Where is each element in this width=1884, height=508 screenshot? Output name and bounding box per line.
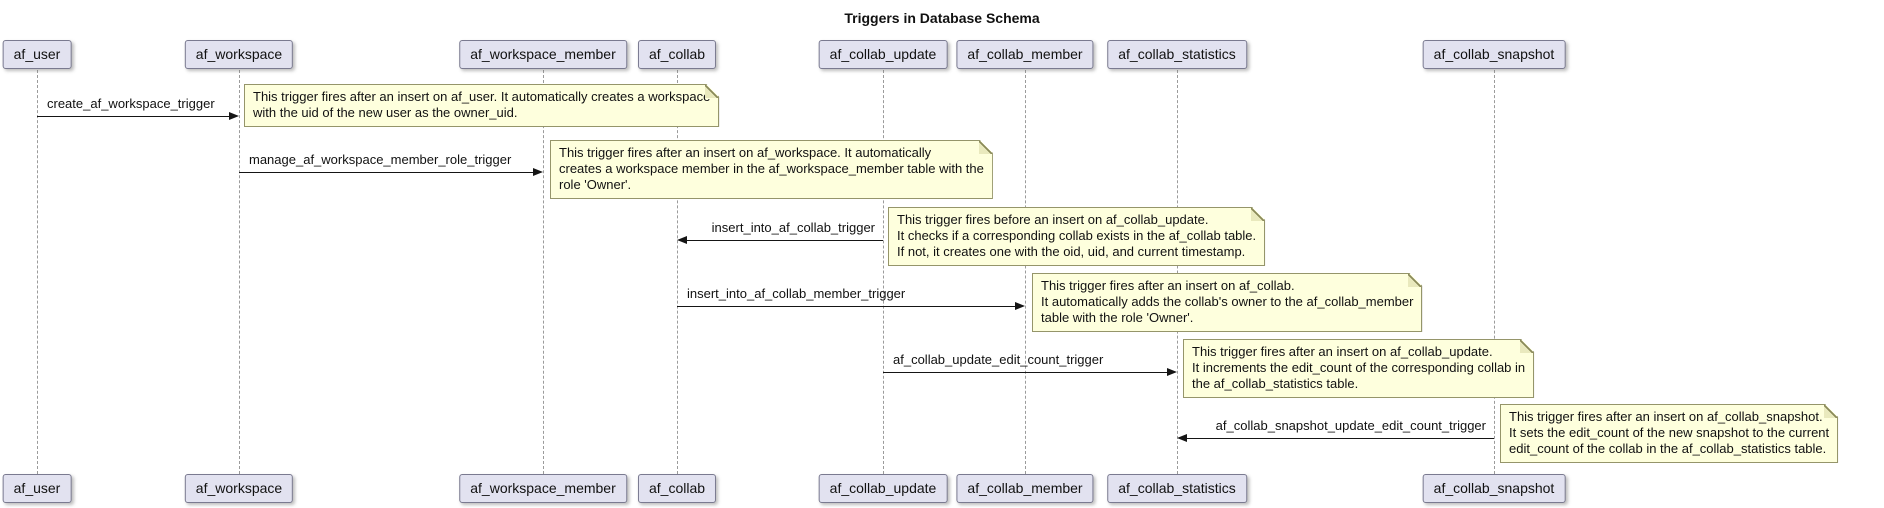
message-arrow-line: [686, 240, 883, 241]
trigger-note: This trigger fires after an insert on af…: [550, 140, 993, 199]
participant-bottom-af_workspace: af_workspace: [184, 474, 294, 503]
message-arrowhead: [1177, 434, 1187, 442]
participant-top-af_collab_update: af_collab_update: [818, 40, 948, 69]
note-text-line: It checks if a corresponding collab exis…: [897, 228, 1257, 243]
note-text-line: with the uid of the new user as the owne…: [253, 105, 518, 120]
note-text-line: role 'Owner'.: [559, 177, 632, 192]
message-label: af_collab_update_edit_count_trigger: [893, 352, 1104, 367]
trigger-note: This trigger fires after an insert on af…: [244, 84, 719, 127]
note-text-line: This trigger fires after an insert on af…: [1192, 344, 1493, 359]
message-arrow-line: [1186, 438, 1494, 439]
message-arrowhead: [1015, 302, 1025, 310]
note-text-line: the af_collab_statistics table.: [1192, 376, 1359, 391]
note-text-line: If not, it creates one with the oid, uid…: [897, 244, 1246, 259]
note-text-line: This trigger fires before an insert on a…: [897, 212, 1209, 227]
message-label: create_af_workspace_trigger: [47, 96, 215, 111]
note-fold-corner-icon: [979, 141, 992, 154]
note-fold-corner-icon: [1251, 208, 1264, 221]
participant-top-af_collab_statistics: af_collab_statistics: [1107, 40, 1247, 69]
participant-bottom-af_collab_member: af_collab_member: [956, 474, 1094, 503]
note-text-line: This trigger fires after an insert on af…: [1509, 409, 1823, 424]
lifeline-af_collab_statistics: [1177, 70, 1178, 474]
participant-top-af_collab_member: af_collab_member: [956, 40, 1094, 69]
participant-top-af_collab_snapshot: af_collab_snapshot: [1422, 40, 1566, 69]
participant-bottom-af_user: af_user: [2, 474, 72, 503]
message-arrowhead: [677, 236, 687, 244]
trigger-note: This trigger fires after an insert on af…: [1500, 404, 1838, 463]
participant-bottom-af_collab_update: af_collab_update: [818, 474, 948, 503]
message-arrow-line: [239, 172, 534, 173]
note-text-line: It automatically adds the collab's owner…: [1041, 294, 1414, 309]
trigger-note: This trigger fires after an insert on af…: [1183, 339, 1534, 398]
note-text-line: This trigger fires after an insert on af…: [1041, 278, 1295, 293]
participant-bottom-af_collab_snapshot: af_collab_snapshot: [1422, 474, 1566, 503]
message-label: af_collab_snapshot_update_edit_count_tri…: [1215, 418, 1486, 433]
lifeline-af_collab_update: [883, 70, 884, 474]
participant-bottom-af_collab: af_collab: [637, 474, 717, 503]
message-arrowhead: [229, 112, 239, 120]
note-text-line: edit_count of the collab in the af_colla…: [1509, 441, 1827, 456]
message-arrow-line: [883, 372, 1168, 373]
note-text-line: creates a workspace member in the af_wor…: [559, 161, 984, 176]
trigger-note: This trigger fires before an insert on a…: [888, 207, 1265, 266]
note-text-line: It sets the edit_count of the new snapsh…: [1509, 425, 1830, 440]
message-label: insert_into_af_collab_trigger: [711, 220, 875, 235]
message-label: manage_af_workspace_member_role_trigger: [249, 152, 512, 167]
participant-top-af_user: af_user: [2, 40, 72, 69]
lifeline-af_collab_member: [1025, 70, 1026, 474]
note-text-line: It increments the edit_count of the corr…: [1192, 360, 1526, 375]
note-fold-corner-icon: [705, 85, 718, 98]
trigger-note: This trigger fires after an insert on af…: [1032, 273, 1422, 332]
note-fold-corner-icon: [1520, 340, 1533, 353]
participant-top-af_workspace_member: af_workspace_member: [459, 40, 627, 69]
diagram-title: Triggers in Database Schema: [844, 10, 1040, 26]
lifeline-af_workspace: [239, 70, 240, 474]
lifeline-af_user: [37, 70, 38, 474]
participant-bottom-af_workspace_member: af_workspace_member: [459, 474, 627, 503]
message-arrow-line: [37, 116, 230, 117]
participant-top-af_workspace: af_workspace: [184, 40, 294, 69]
message-arrow-line: [677, 306, 1016, 307]
lifeline-af_collab: [677, 70, 678, 474]
lifeline-af_collab_snapshot: [1494, 70, 1495, 474]
participant-bottom-af_collab_statistics: af_collab_statistics: [1107, 474, 1247, 503]
note-text-line: This trigger fires after an insert on af…: [559, 145, 932, 160]
participant-top-af_collab: af_collab: [637, 40, 717, 69]
message-label: insert_into_af_collab_member_trigger: [687, 286, 906, 301]
lifeline-af_workspace_member: [543, 70, 544, 474]
message-arrowhead: [1167, 368, 1177, 376]
note-text-line: table with the role 'Owner'.: [1041, 310, 1194, 325]
message-arrowhead: [533, 168, 543, 176]
note-fold-corner-icon: [1408, 274, 1421, 287]
note-fold-corner-icon: [1824, 405, 1837, 418]
note-text-line: This trigger fires after an insert on af…: [253, 89, 711, 104]
